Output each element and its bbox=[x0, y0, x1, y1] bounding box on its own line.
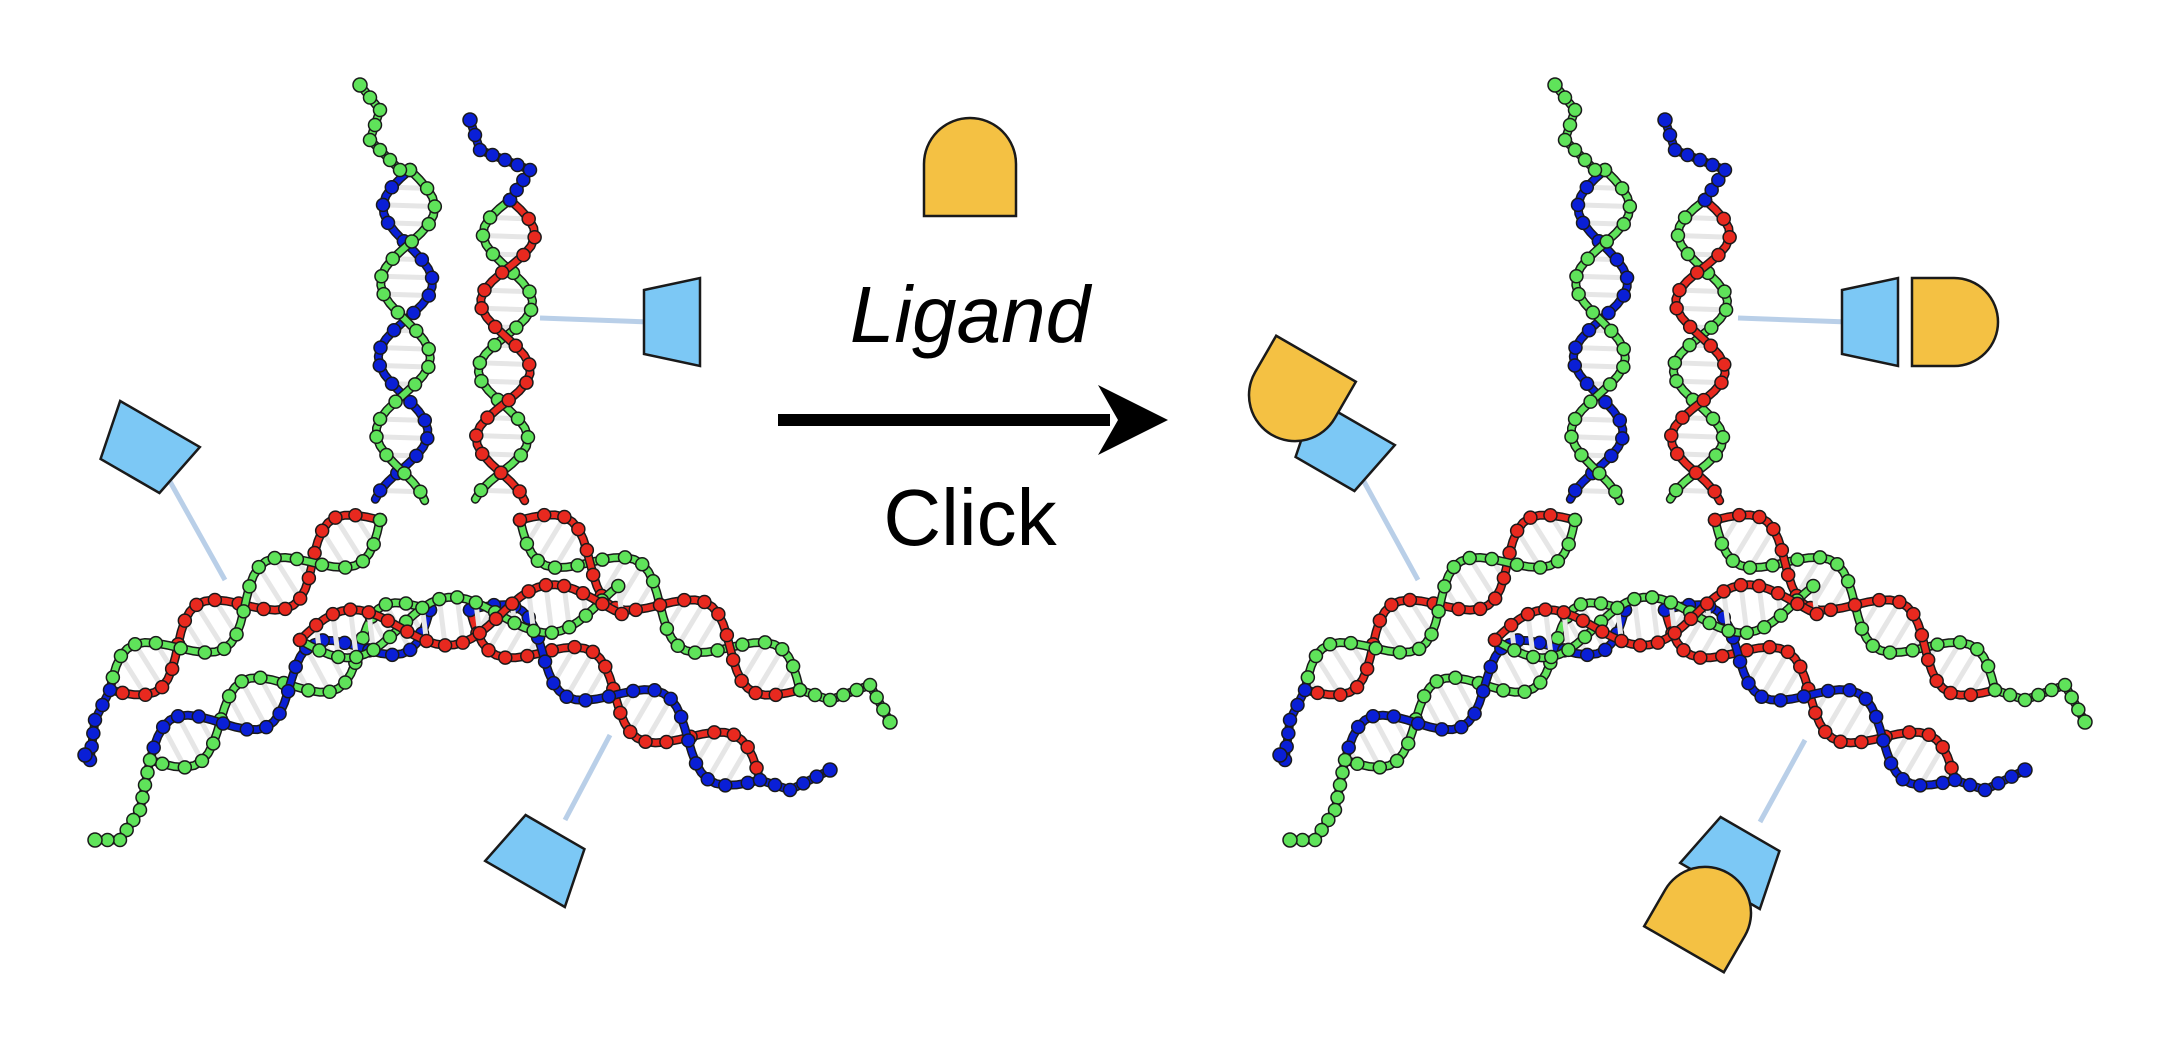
tail-left-green bbox=[87, 752, 158, 848]
tail-right-green bbox=[792, 677, 898, 730]
reagent-label: Ligand bbox=[850, 270, 1093, 359]
helix-left-lower bbox=[1340, 596, 1633, 775]
ligand-conjugated-top-icon bbox=[1910, 276, 2000, 368]
helix-right-upper bbox=[512, 507, 808, 703]
linker-bottom-left bbox=[483, 733, 613, 909]
conjugate-bottom bbox=[1642, 738, 1808, 974]
ligand-dome-icon bbox=[922, 116, 1018, 218]
tail-right-green bbox=[1987, 677, 2093, 730]
helix-vertical-right bbox=[1664, 192, 1737, 506]
dna-nanostructure-after bbox=[1272, 77, 2093, 848]
helix-vertical-left bbox=[1564, 162, 1638, 506]
condition-label: Click bbox=[883, 473, 1057, 562]
tail-left-green bbox=[1282, 752, 1353, 848]
linker-top-left bbox=[539, 276, 702, 368]
tail-top-green bbox=[1547, 77, 1603, 178]
conjugate-top-right bbox=[1737, 276, 2000, 368]
ligand-conjugated-left-icon bbox=[1247, 334, 1358, 443]
linker-left bbox=[99, 399, 228, 582]
dna-nanostructure-before bbox=[77, 77, 898, 848]
ligand-conjugated-bottom-icon bbox=[1642, 865, 1753, 974]
tail-top-blue bbox=[1657, 112, 1733, 208]
handle-icon-top-conjugated bbox=[1840, 276, 1900, 368]
helix-left-upper bbox=[105, 507, 388, 703]
helix-center bbox=[292, 577, 629, 665]
handle-icon-bottom bbox=[483, 813, 586, 909]
conjugate-left bbox=[1247, 334, 1421, 582]
tail-right-blue bbox=[752, 762, 838, 798]
helix-right-lower bbox=[1657, 597, 1960, 793]
tail-top-blue bbox=[462, 112, 538, 208]
helix-left-upper bbox=[1300, 507, 1583, 703]
handle-icon-bottom-conjugated bbox=[1678, 815, 1781, 911]
handle-icon-top bbox=[642, 276, 702, 368]
handle-icon-left bbox=[99, 399, 202, 495]
tail-top-green bbox=[352, 77, 408, 178]
tail-right-blue bbox=[1947, 762, 2033, 798]
helix-vertical-right bbox=[469, 192, 542, 506]
reaction-arrow-icon bbox=[778, 385, 1168, 455]
helix-center bbox=[1487, 577, 1824, 665]
tail-left-blue bbox=[77, 682, 118, 768]
helix-right-lower bbox=[462, 597, 765, 793]
helix-vertical-left bbox=[369, 162, 443, 506]
tail-left-blue bbox=[1272, 682, 1313, 768]
helix-right-upper bbox=[1707, 507, 2003, 703]
